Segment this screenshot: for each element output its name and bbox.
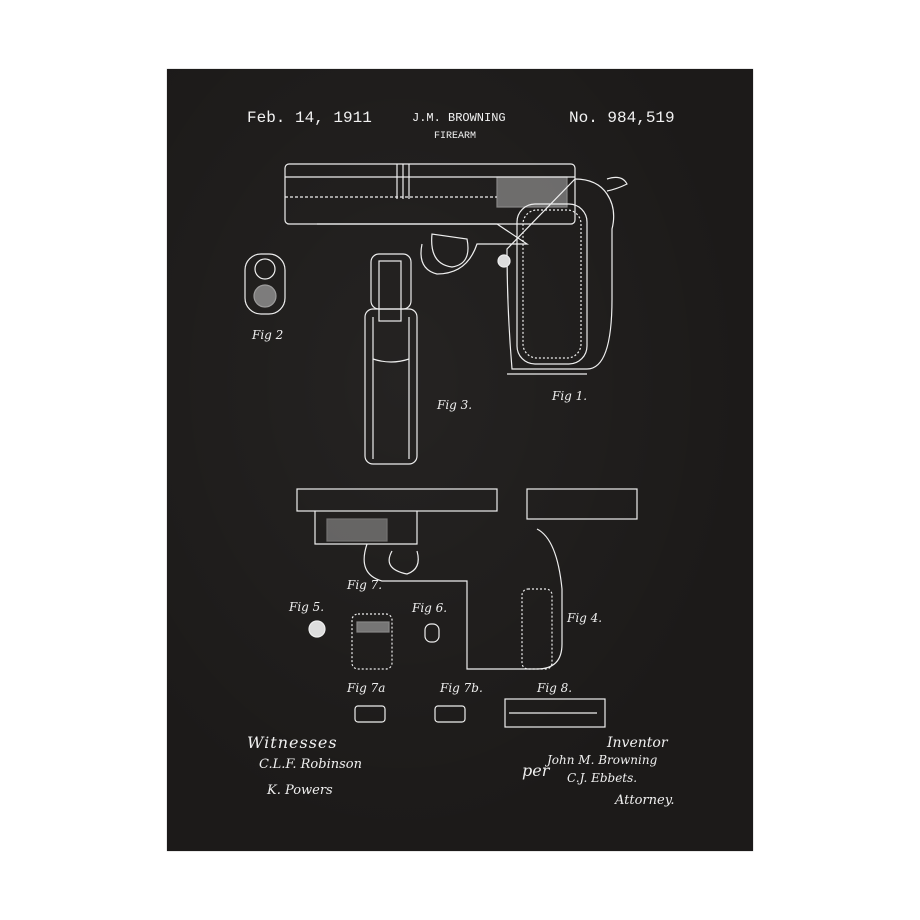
witness-signature-1: C.L.F. Robinson bbox=[259, 757, 362, 772]
patent-drawings: Fig 1. Fig 2 Fig 3. Fig 4. Fig 5. Fig 6.… bbox=[244, 163, 638, 728]
fig4-section-view bbox=[296, 488, 638, 670]
per-text: per bbox=[522, 761, 550, 780]
inventor-heading: Inventor bbox=[607, 735, 668, 751]
fig2-label: Fig 2 bbox=[251, 328, 283, 342]
fig3-label: Fig 3. bbox=[436, 398, 472, 412]
fig1-pistol-side-view bbox=[284, 163, 628, 375]
fig5-fig6-fig7-details bbox=[308, 613, 440, 670]
patent-poster: Feb. 14, 1911 J.M. BROWNING FIREARM No. … bbox=[167, 69, 753, 851]
fig7a-label: Fig 7a bbox=[346, 681, 385, 695]
witness-signature-2: K. Powers bbox=[267, 783, 333, 798]
attorney-heading: Attorney. bbox=[615, 793, 675, 808]
fig7a-fig7b-fig8-details bbox=[354, 698, 606, 728]
patent-date: Feb. 14, 1911 bbox=[247, 109, 372, 127]
fig5-label: Fig 5. bbox=[288, 600, 324, 614]
attorney-signature: C.J. Ebbets. bbox=[567, 771, 638, 785]
fig4-label: Fig 4. bbox=[566, 611, 602, 625]
fig3-top-view bbox=[364, 253, 418, 465]
fig7b-label: Fig 7b. bbox=[439, 681, 483, 695]
inventor-signature: John M. Browning bbox=[547, 753, 658, 767]
fig2-muzzle-view bbox=[244, 253, 286, 315]
patent-number: No. 984,519 bbox=[569, 109, 675, 127]
witnesses-heading: Witnesses bbox=[247, 733, 338, 752]
fig8-label: Fig 8. bbox=[536, 681, 572, 695]
fig7-label: Fig 7. bbox=[346, 578, 382, 592]
patent-title: FIREARM bbox=[434, 131, 477, 142]
fig1-label: Fig 1. bbox=[551, 389, 587, 403]
inventor-name: J.M. BROWNING bbox=[412, 111, 506, 125]
fig6-label: Fig 6. bbox=[411, 601, 447, 615]
